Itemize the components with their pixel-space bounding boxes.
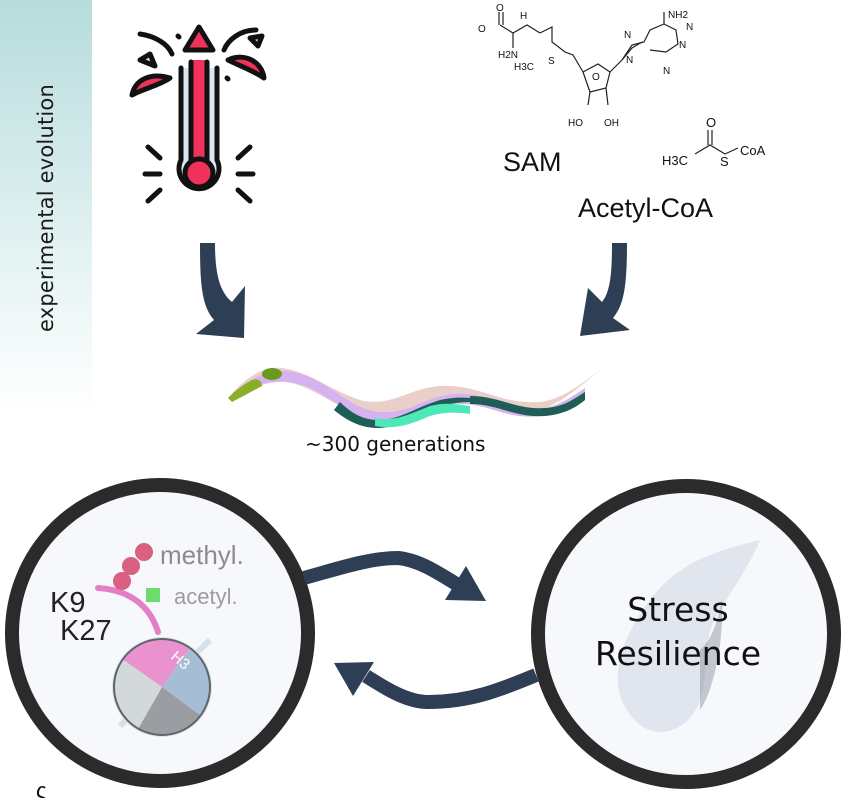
worm-silhouette bbox=[617, 540, 760, 732]
residue-k27: K27 bbox=[60, 615, 112, 647]
cropped-text-fragment: ς bbox=[36, 778, 47, 798]
sam-atom: O bbox=[496, 3, 504, 14]
acetyl-coa-label: Acetyl-CoA bbox=[578, 193, 714, 223]
sam-atom: H2N bbox=[498, 50, 518, 61]
sam-atom: N bbox=[624, 30, 631, 41]
acetyl-label: acetyl. bbox=[174, 584, 238, 609]
acetyl-coa-structure bbox=[694, 130, 739, 155]
sam-structure bbox=[498, 12, 679, 106]
experimental-evolution-band bbox=[0, 0, 92, 412]
feedback-arrows bbox=[302, 550, 539, 710]
sam-atom: H3C bbox=[514, 62, 534, 73]
residue-k9: K9 bbox=[50, 587, 85, 619]
sam-atom: O bbox=[592, 72, 600, 83]
arrow-to-resilience bbox=[302, 550, 470, 596]
acetyl-atom: S bbox=[720, 154, 729, 169]
sam-atom-labels: O O H H2N H3C S O N N N N N NH2 HO OH bbox=[478, 3, 693, 129]
sam-atom: N bbox=[663, 66, 670, 77]
acetyl-atom: O bbox=[706, 115, 716, 130]
c-elegans-worm bbox=[228, 362, 612, 428]
nucleosome bbox=[112, 637, 212, 737]
generations-label: ~300 generations bbox=[305, 432, 486, 456]
methyl-label: methyl. bbox=[160, 540, 244, 570]
stress-line: Stress bbox=[627, 590, 729, 629]
methyl-bead bbox=[113, 572, 131, 590]
sam-atom: OH bbox=[604, 118, 619, 129]
sam-atom: N bbox=[686, 22, 693, 33]
thermometer-rising-icon bbox=[129, 24, 267, 204]
arrow-to-epigenetics bbox=[362, 668, 539, 710]
curved-arrow-right bbox=[580, 243, 630, 336]
h3-tail bbox=[95, 585, 161, 635]
sam-atom: NH2 bbox=[668, 10, 688, 21]
acetyl-atom: CoA bbox=[740, 143, 766, 158]
methyl-bead bbox=[135, 543, 153, 561]
sam-label: SAM bbox=[503, 147, 562, 177]
stress-resilience-text: Stress Resilience bbox=[548, 588, 808, 676]
acetyl-square bbox=[146, 588, 160, 602]
methyl-bead bbox=[122, 557, 140, 575]
sam-atom: H bbox=[520, 11, 527, 22]
curved-arrow-left bbox=[196, 243, 245, 338]
sam-atom: S bbox=[548, 56, 555, 67]
sam-atom: N bbox=[626, 55, 633, 66]
down-arrows bbox=[196, 243, 630, 338]
histone-modification-circle: H3 K9 K27 methyl. acetyl. bbox=[5, 478, 315, 788]
sam-atom: HO bbox=[568, 118, 583, 129]
stress-resilience-circle bbox=[531, 479, 841, 789]
sam-atom: N bbox=[679, 40, 686, 51]
resilience-line: Resilience bbox=[594, 634, 762, 673]
acetyl-atom: H3C bbox=[662, 153, 688, 168]
acetyl-coa-atom-labels: O H3C S CoA bbox=[662, 115, 766, 169]
sam-atom: O bbox=[478, 24, 486, 35]
